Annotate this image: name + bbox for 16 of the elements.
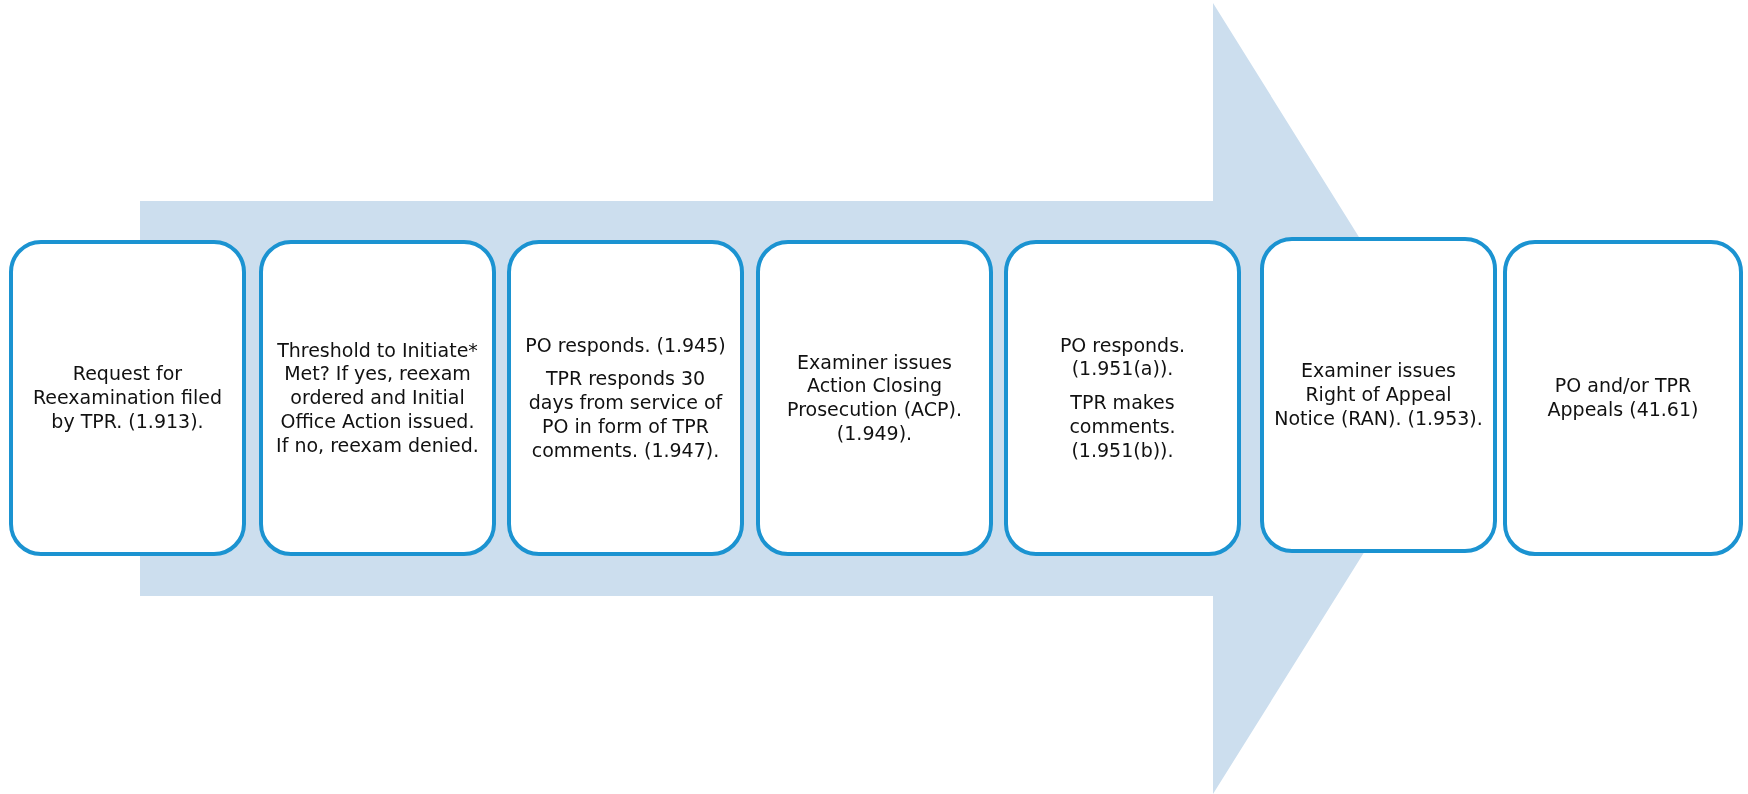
- step-text: PO responds. (1.945): [525, 333, 726, 358]
- step-text: Examiner issues Action Closing Prosecution (ACP). (1.949).: [786, 350, 963, 446]
- step-text: Request for Reexamination filed by TPR. (1.913).: [31, 362, 224, 434]
- process-box: [9, 240, 246, 556]
- process-box: [259, 240, 496, 556]
- process-box: [1004, 240, 1241, 556]
- process-box: [756, 240, 993, 556]
- step-text: TPR makes comments. (1.951(b)).: [1068, 391, 1177, 463]
- step-text: PO and/or TPR Appeals (41.61): [1546, 374, 1700, 422]
- process-box: [1260, 237, 1497, 553]
- process-box: [507, 240, 744, 556]
- step-text: Examiner issues Right of Appeal Notice (RAN). (1.953).: [1274, 359, 1483, 431]
- step-text: TPR responds 30 days from service of PO in form of TPR comments. (1.947).: [527, 367, 724, 463]
- step-text: Threshold to Initiate* Met? If yes, reexam ordered and Initial Office Action issued. If no, reexam denied.: [275, 338, 480, 458]
- step-text: PO responds. (1.951(a)).: [1058, 333, 1187, 382]
- process-box: [1503, 240, 1743, 556]
